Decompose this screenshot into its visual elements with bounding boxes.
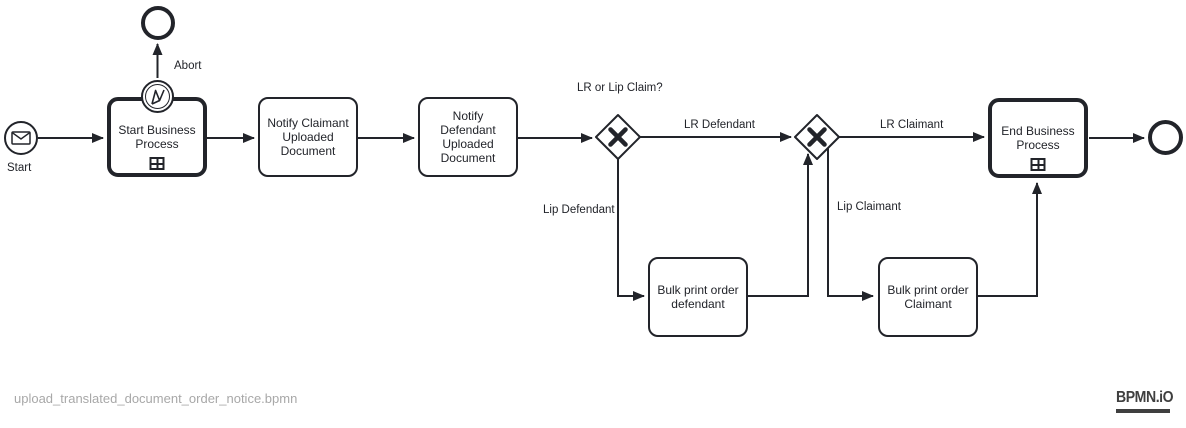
flow-bulk-print-defendant-to-gateway-2[interactable] bbox=[748, 153, 813, 297]
xor-x-icon bbox=[807, 127, 827, 147]
plus-subprocess-icon bbox=[1030, 158, 1046, 171]
exclusive-gateway-claim-type[interactable] bbox=[595, 114, 641, 160]
task-label: End Business Process bbox=[1001, 123, 1075, 152]
flow-lip-claimant[interactable] bbox=[827, 148, 874, 301]
end-event[interactable] bbox=[1148, 120, 1183, 155]
flow-lip-defendant[interactable] bbox=[617, 159, 645, 301]
lip-defendant-label: Lip Defendant bbox=[543, 204, 615, 216]
abort-label: Abort bbox=[174, 60, 202, 72]
boundary-inner-ring bbox=[145, 84, 170, 109]
call-activity-start-business-process[interactable]: Start Business Process bbox=[107, 97, 207, 177]
task-notify-claimant[interactable]: Notify Claimant Uploaded Document bbox=[258, 97, 358, 177]
message-start-event[interactable] bbox=[4, 121, 38, 155]
task-bulk-print-claimant[interactable]: Bulk print order Claimant bbox=[878, 257, 978, 337]
lr-claimant-label: LR Claimant bbox=[880, 119, 944, 131]
envelope-icon bbox=[11, 131, 31, 145]
task-notify-defendant[interactable]: Notify Defendant Uploaded Document bbox=[418, 97, 518, 177]
xor-x-icon bbox=[608, 127, 628, 147]
bpmn-io-logo-underline bbox=[1116, 409, 1170, 413]
start-event-label: Start bbox=[7, 162, 32, 174]
abort-end-event[interactable] bbox=[141, 6, 175, 40]
gateway-question-label: LR or Lip Claim? bbox=[577, 82, 663, 94]
task-label: Notify Defendant Uploaded Document bbox=[440, 108, 496, 166]
error-boundary-event[interactable] bbox=[141, 80, 174, 113]
lr-defendant-label: LR Defendant bbox=[684, 119, 755, 131]
flow-bulk-print-claimant-to-end-business-process[interactable] bbox=[978, 182, 1042, 297]
exclusive-gateway-merge[interactable] bbox=[794, 114, 840, 160]
diagram-filename: upload_translated_document_order_notice.… bbox=[14, 391, 298, 406]
call-activity-end-business-process[interactable]: End Business Process bbox=[988, 98, 1088, 178]
task-label: Bulk print order defendant bbox=[657, 282, 739, 311]
plus-subprocess-icon bbox=[149, 157, 165, 170]
bpmn-io-logo-text: BPMN.iO bbox=[1116, 389, 1174, 406]
lip-claimant-label: Lip Claimant bbox=[837, 201, 901, 213]
task-label: Start Business Process bbox=[118, 122, 196, 151]
task-bulk-print-defendant[interactable]: Bulk print order defendant bbox=[648, 257, 748, 337]
task-label: Notify Claimant Uploaded Document bbox=[267, 115, 349, 159]
bpmn-io-logo[interactable]: BPMN.iO bbox=[1116, 389, 1181, 413]
task-label: Bulk print order Claimant bbox=[887, 282, 969, 311]
